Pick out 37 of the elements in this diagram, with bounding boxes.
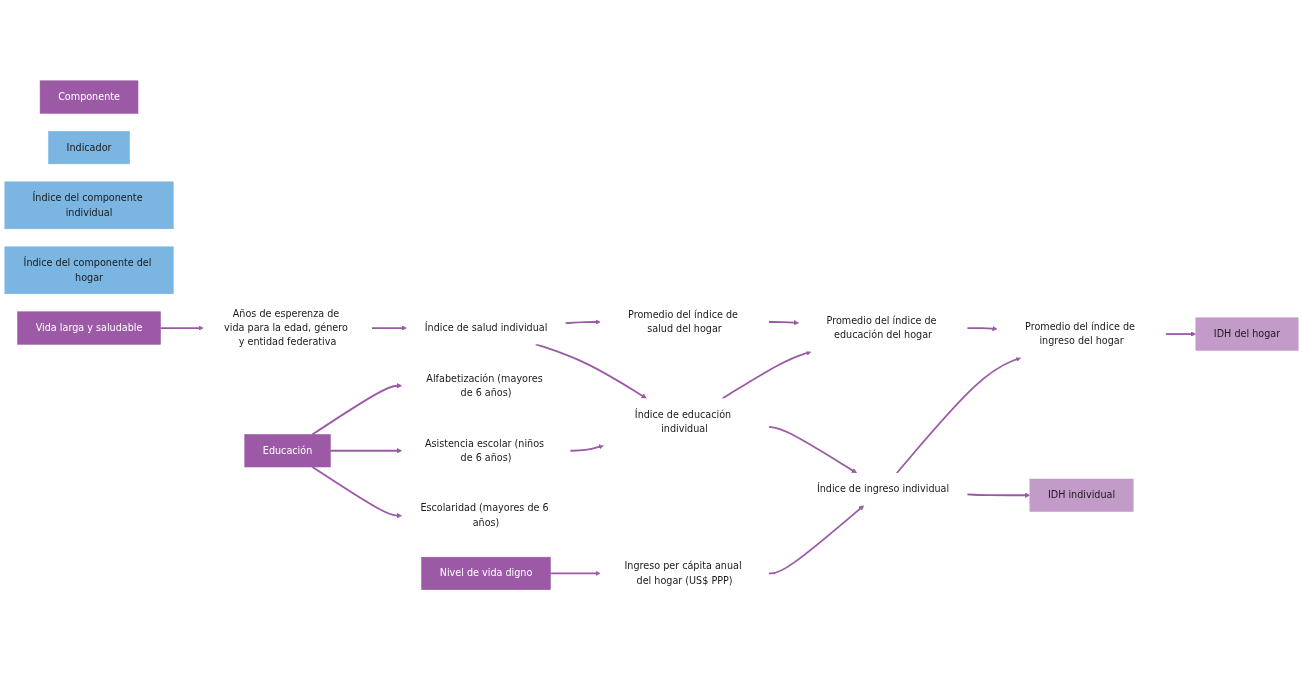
node-text: Escolaridad (mayores de 6 años) [420, 502, 549, 529]
arrow [767, 505, 865, 575]
node-text: Índice de salud individual [424, 322, 548, 334]
node-text: Índice de ingreso individual [816, 483, 950, 495]
node-box: Nivel de vida digno [421, 557, 551, 591]
node-text: Promedio del índice de ingreso del hogar [1025, 320, 1135, 347]
node-box: Índice del componente del hogar [4, 246, 174, 295]
node-box: Educación [244, 434, 331, 468]
arrow [767, 426, 857, 474]
node-text: Asistencia escolar (niños de 6 años) [424, 437, 545, 464]
arrow [767, 320, 800, 326]
node-box: Índice del componente individual [4, 181, 174, 230]
arrow [370, 325, 407, 331]
arrow [569, 444, 605, 452]
arrow [966, 492, 1031, 499]
arrow [549, 570, 601, 577]
node-box: IDH del hogar [1195, 317, 1299, 351]
arrow [721, 350, 812, 400]
node-box: Componente [39, 80, 139, 114]
node-text: Alfabetización (mayores de 6 años) [426, 372, 543, 399]
node-text: Años de esperenza de vida para la edad, género y entidad federativa [224, 307, 348, 349]
arrow [534, 343, 647, 399]
node-box: Indicador [48, 131, 130, 165]
node-box: Vida larga y saludable [17, 311, 161, 345]
arrow [895, 356, 1022, 475]
node-text: Ingreso per cápita anual del hogar (US$ PPP) [624, 560, 742, 587]
arrow [564, 319, 601, 325]
arrow [966, 326, 998, 332]
node-box: IDH individual [1029, 478, 1134, 512]
arrow [1164, 331, 1197, 337]
arrow [311, 383, 403, 436]
node-text: Promedio del índice de salud del hogar [628, 308, 738, 335]
node-text: Índice de educación individual [634, 408, 732, 435]
arrow [329, 448, 403, 454]
arrow [159, 325, 204, 331]
node-text: Promedio del índice de educación del hogar [826, 314, 937, 341]
arrow [311, 466, 403, 519]
